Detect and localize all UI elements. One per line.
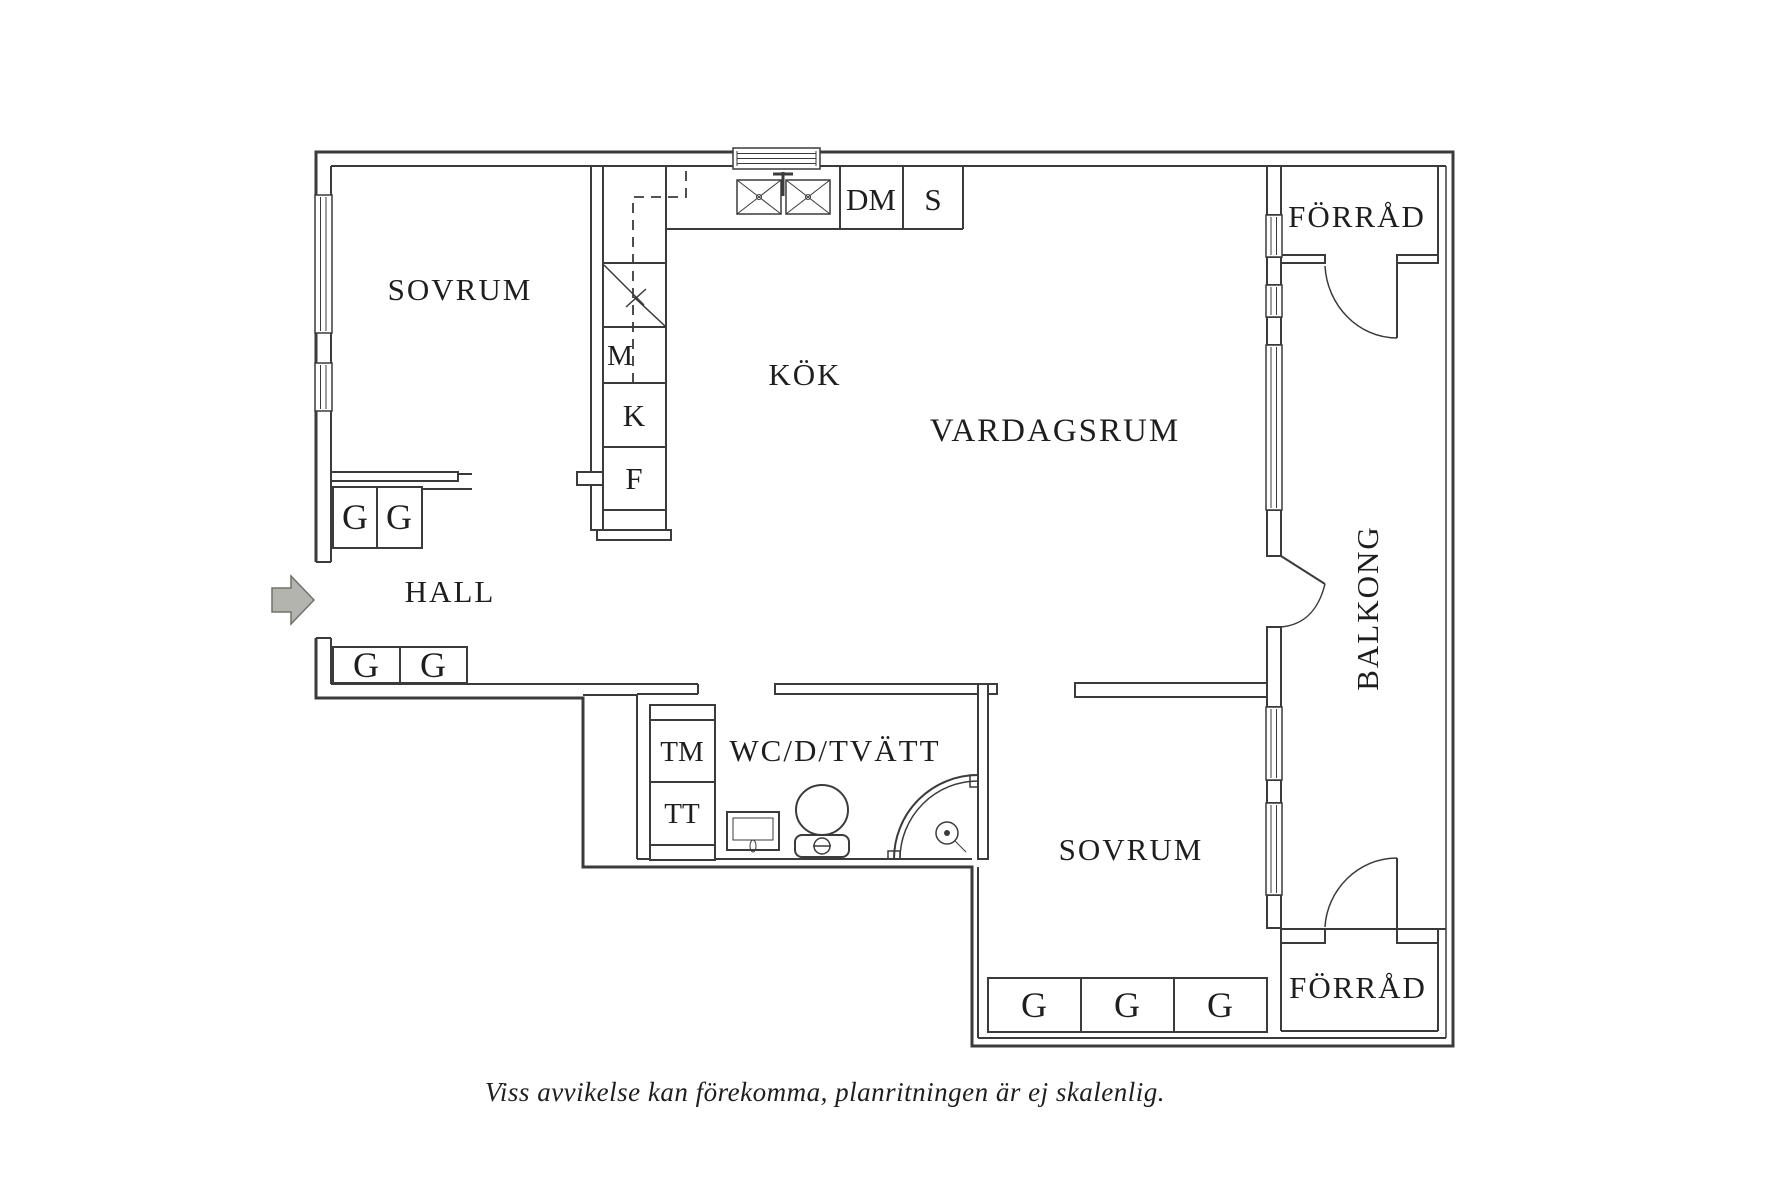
window-icon [1265, 706, 1283, 781]
door-swing-icon [1280, 583, 1326, 628]
wardrobe-label: G [1207, 985, 1233, 1025]
caption: Viss avvikelse kan förekomma, planritnin… [485, 1077, 1165, 1107]
room-label-storage-bottom: FÖRRÅD [1289, 970, 1427, 1005]
range-hood-dashed-outline [632, 167, 687, 383]
door-swing-icon [1324, 265, 1398, 339]
room-label-bedroom-bottom: SOVRUM [1059, 832, 1204, 867]
wall-bathroom-bedroom2 [977, 683, 989, 860]
storage-bottom-walls [1280, 943, 1439, 1032]
room-label-balcony: BALKONG [1350, 525, 1385, 691]
kitchen-sink-icon [736, 172, 831, 215]
wardrobe-box [332, 646, 468, 684]
wall-living-bedroom2 [1074, 682, 1282, 698]
kitchen-cabinet-base [596, 529, 672, 541]
storage-bottom-wall-band [1280, 928, 1326, 944]
room-label-bedroom-top: SOVRUM [388, 272, 533, 307]
wardrobe-label: G [1114, 985, 1140, 1025]
wall-bedroom1-bottom [330, 471, 459, 482]
shower-icon [887, 774, 979, 860]
storage-bottom-wall-band [1396, 928, 1439, 944]
dishwasher-label: DM [846, 182, 896, 217]
entrance-arrow-icon [271, 574, 316, 626]
window-icon [732, 147, 821, 170]
kitchen-counter [666, 166, 964, 230]
window-icon [1265, 284, 1283, 318]
wall-balcony-seg [1266, 165, 1282, 216]
wall-balcony-seg [1266, 894, 1282, 929]
wardrobe-label: G [342, 497, 368, 537]
window-icon [1265, 802, 1283, 896]
stove-label: S [924, 182, 941, 217]
wardrobe-box [332, 486, 472, 549]
kitchen-cabinet-column [602, 165, 667, 531]
door-leaf [1280, 555, 1326, 585]
wall-balcony-seg [1266, 626, 1282, 708]
wall-balcony-seg [1266, 316, 1282, 346]
door-swing-icon [1324, 857, 1398, 928]
room-label-kitchen: KÖK [768, 357, 841, 392]
wardrobe-label: G [386, 497, 412, 537]
wardrobe-box [987, 977, 1268, 1033]
freezer-label: F [625, 461, 642, 496]
wardrobe-label: G [353, 645, 379, 685]
dryer-label: TT [664, 798, 700, 830]
wardrobe-label: G [420, 645, 446, 685]
bathroom-sink-icon [726, 811, 780, 853]
wall-bathroom-top [774, 683, 998, 695]
storage-top-wall-band [1396, 254, 1439, 264]
storage-top-wall-band [1280, 254, 1326, 264]
room-label-storage-top: FÖRRÅD [1288, 199, 1426, 234]
exterior-wall-outline [314, 150, 1455, 1048]
wardrobe-label: G [1021, 985, 1047, 1025]
wall-balcony-seg [1266, 509, 1282, 557]
microwave-label: M [607, 340, 633, 372]
vent-shaft-icon [603, 264, 666, 327]
room-label-bathroom: WC/D/TVÄTT [729, 733, 940, 768]
window-icon [314, 194, 333, 334]
window-icon [1265, 214, 1283, 258]
fridge-label: K [623, 398, 646, 433]
wall-balcony-seg [1266, 256, 1282, 286]
wall-balcony-seg [1266, 779, 1282, 804]
window-icon [314, 362, 333, 412]
washer-dryer-column [649, 704, 716, 861]
window-icon [1265, 344, 1283, 511]
room-label-living-room: VARDAGSRUM [930, 413, 1180, 449]
toilet-icon [794, 784, 850, 858]
room-label-hall: HALL [405, 574, 496, 609]
washing-machine-label: TM [660, 736, 704, 768]
kitchen-cabinet-dividers [603, 262, 666, 511]
wall-stub-kitchen [576, 471, 604, 486]
